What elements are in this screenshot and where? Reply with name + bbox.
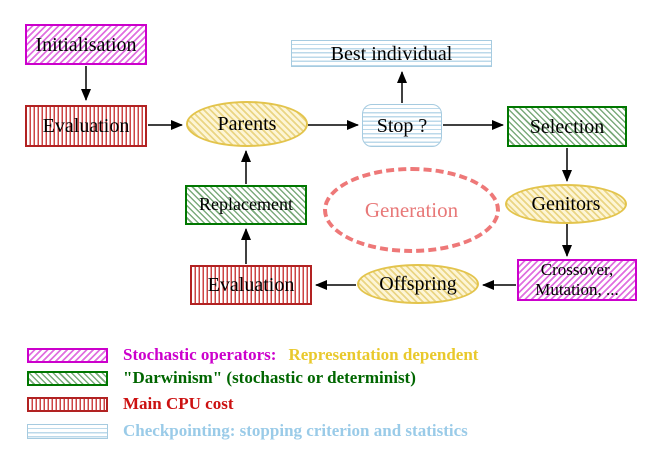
legend-swatch-darwinism <box>27 371 108 386</box>
node-genitors: Genitors <box>505 184 627 224</box>
node-initialisation-label: Initialisation <box>35 33 137 56</box>
node-generation-label: Generation <box>364 197 459 222</box>
legend-swatch-cpu-cost <box>27 397 108 412</box>
node-offspring: Offspring <box>357 264 479 304</box>
legend-swatch-stochastic-operators <box>27 348 108 363</box>
node-stop: Stop ? <box>362 104 442 147</box>
node-crossover-mutation-label: Crossover, Mutation, ... <box>535 260 619 300</box>
legend-label-darwinism: "Darwinism" (stochastic or determinist) <box>123 368 416 387</box>
crossover-line2: Mutation, ... <box>535 280 619 299</box>
node-evaluation-top-label: Evaluation <box>42 115 130 137</box>
node-evaluation-bottom-label: Evaluation <box>207 274 295 296</box>
node-stop-label: Stop ? <box>376 114 428 137</box>
node-evaluation-bottom: Evaluation <box>190 265 312 305</box>
node-generation-loop: Generation <box>323 167 500 253</box>
legend-representation-text: Representation dependent <box>288 345 479 364</box>
node-replacement: Replacement <box>185 185 307 225</box>
legend-label-stochastic-operators: Stochastic operators: Representation dep… <box>123 345 478 365</box>
node-crossover-mutation: Crossover, Mutation, ... <box>517 259 637 301</box>
node-parents: Parents <box>186 101 308 147</box>
crossover-line1: Crossover, <box>540 259 614 279</box>
legend-label-checkpointing: Checkpointing: stopping criterion and st… <box>123 421 468 440</box>
node-evaluation-top: Evaluation <box>25 105 147 147</box>
node-replacement-label: Replacement <box>199 194 293 215</box>
node-selection-label: Selection <box>529 115 605 138</box>
node-initialisation: Initialisation <box>25 24 147 65</box>
legend-stochastic-text: Stochastic operators: <box>123 345 277 364</box>
node-genitors-label: Genitors <box>531 193 601 215</box>
node-best-individual: Best individual <box>291 40 492 67</box>
node-best-individual-label: Best individual <box>330 42 453 65</box>
node-selection: Selection <box>507 106 627 147</box>
node-parents-label: Parents <box>217 113 277 135</box>
legend-swatch-checkpointing <box>27 424 108 439</box>
legend-label-cpu-cost: Main CPU cost <box>123 394 234 413</box>
node-offspring-label: Offspring <box>379 273 457 295</box>
